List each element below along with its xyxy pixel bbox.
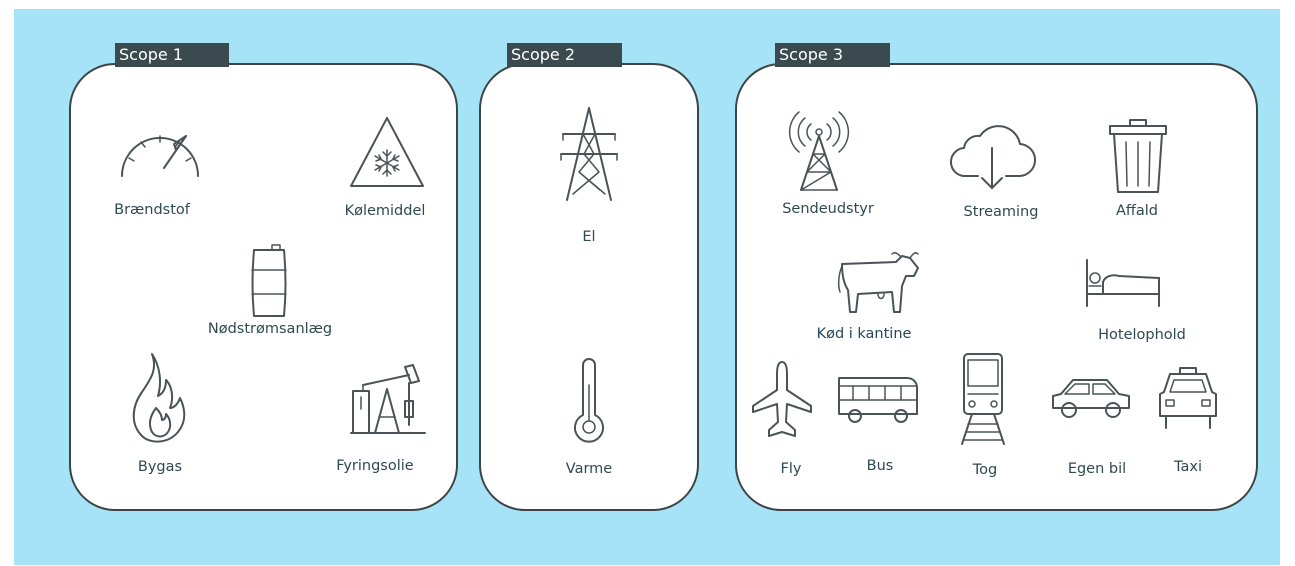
- scope1-label-fuel: Brændstof: [114, 202, 190, 218]
- oil-barrel-icon: [246, 244, 292, 320]
- cloud-download-icon: [949, 118, 1036, 192]
- scope1-title: Scope 1: [115, 43, 229, 67]
- scope2-panel: [479, 63, 699, 511]
- scope1-label-city-gas: Bygas: [137, 459, 183, 475]
- scope3-title: Scope 3: [775, 43, 890, 67]
- scope1-panel: [69, 63, 458, 511]
- scope3-label-flight: Fly: [780, 461, 802, 477]
- scope3-label-bus: Bus: [866, 458, 894, 474]
- bed-icon: [1085, 258, 1161, 308]
- scope3-label-broadcast-equipment: Sendeudstyr: [782, 201, 874, 217]
- gauge-icon: [116, 128, 204, 180]
- train-icon: [958, 352, 1008, 446]
- cow-icon: [837, 250, 920, 316]
- trash-can-icon: [1108, 118, 1168, 194]
- airplane-icon: [751, 360, 813, 438]
- scope3-label-waste: Affald: [1115, 203, 1159, 219]
- scope3-label-own-car: Egen bil: [1067, 461, 1127, 477]
- antenna-tower-icon: [788, 110, 850, 192]
- taxi-icon: [1156, 366, 1220, 432]
- scope2-title: Scope 2: [507, 43, 622, 67]
- scope2-label-heating: Varme: [565, 461, 613, 477]
- scope3-label-hotel-stay: Hotelophold: [1098, 327, 1186, 343]
- scope1-label-heating-oil: Fyringsolie: [336, 458, 414, 474]
- scope3-label-train: Tog: [972, 462, 998, 478]
- oil-pump-icon: [349, 361, 429, 437]
- thermometer-icon: [571, 355, 607, 443]
- power-pylon-icon: [559, 106, 619, 202]
- scope1-label-refrigerant: Kølemiddel: [344, 203, 426, 219]
- scope3-panel: [735, 63, 1258, 511]
- scope2-label-electricity: El: [582, 229, 596, 245]
- bus-icon: [837, 372, 919, 426]
- scope3-label-streaming: Streaming: [963, 204, 1039, 220]
- scope3-label-canteen-meat: Kød i kantine: [816, 326, 912, 342]
- snowflake-warning-icon: [348, 114, 426, 192]
- flame-icon: [126, 352, 188, 444]
- scope3-label-taxi: Taxi: [1174, 459, 1202, 475]
- car-icon: [1051, 374, 1131, 422]
- scope1-label-backup-power: Nødstrømsanlæg: [207, 321, 333, 337]
